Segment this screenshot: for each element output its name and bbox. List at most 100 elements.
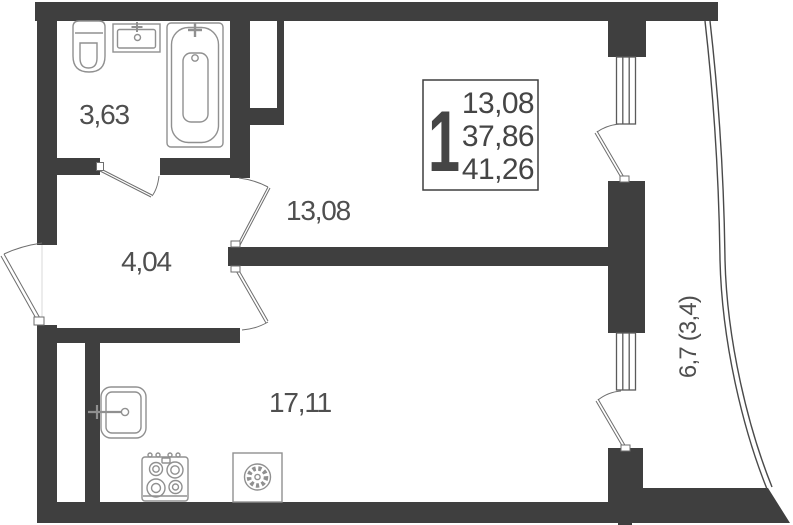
stove-knob	[147, 452, 153, 458]
washbasin-icon	[112, 22, 161, 53]
bathtub-drain	[191, 54, 199, 62]
door-leaf	[236, 266, 269, 322]
doors	[0, 123, 631, 452]
door-leaf	[597, 398, 627, 448]
bathtub-icon	[166, 22, 224, 148]
window-frame	[615, 56, 637, 125]
door-hinge	[619, 175, 630, 183]
door-leaf	[234, 268, 267, 324]
wall-bottom	[37, 488, 790, 523]
stove-burner	[150, 482, 162, 494]
door-leaf	[238, 187, 271, 248]
wall-bottom-stub	[618, 520, 632, 525]
door-leaf	[236, 186, 269, 247]
living-room-area-label: 13,08	[286, 195, 351, 226]
stove-burner	[148, 461, 164, 477]
door-hinge	[230, 265, 241, 273]
washbasin-inner	[116, 28, 157, 49]
info-living-area: 13,08	[462, 87, 534, 120]
balcony-area-label: 6,7 (3,4)	[675, 296, 702, 378]
stove-body	[141, 456, 189, 502]
wall-duct-outer	[37, 343, 55, 505]
window-kitchen	[615, 332, 637, 391]
stove-knob	[155, 452, 161, 458]
vent-fan-box	[232, 452, 283, 503]
door-swing-arc	[596, 123, 621, 133]
info-box: 1 13,08 37,86 41,26	[422, 79, 539, 191]
kitchen-sink-drain	[120, 407, 130, 417]
door-balcony-upper	[594, 123, 630, 183]
stove-knob	[175, 452, 181, 458]
vent-fan-hub	[254, 473, 261, 481]
wall-bathroom-right	[230, 21, 250, 178]
wall-right-pier-top	[608, 21, 646, 57]
door-leaf	[595, 400, 625, 450]
door-leaf	[0, 255, 39, 323]
wall-room-kitchen-divider	[228, 247, 608, 266]
door-swing-arc	[151, 175, 160, 197]
kitchen-sink-icon	[88, 386, 147, 439]
door-swing-arc	[238, 177, 269, 188]
vent-fan-ring	[243, 463, 272, 491]
balcony-outer-line	[704, 20, 768, 490]
info-box-frame	[422, 79, 539, 191]
door-hinge	[620, 444, 631, 452]
fixtures	[72, 20, 283, 503]
kitchen-area-label: 17,11	[269, 387, 332, 418]
wall-niche-bottom	[230, 108, 284, 125]
door-leaf	[3, 253, 42, 321]
bathroom-area-label: 3,63	[79, 99, 129, 130]
stove-burner	[170, 465, 180, 475]
toilet-icon	[72, 20, 106, 73]
window-frame	[615, 332, 637, 391]
door-swing-arc	[597, 390, 622, 401]
vent-fan-blades	[246, 466, 269, 488]
door-leaf	[594, 132, 624, 182]
stove-knob	[167, 452, 173, 458]
stove-panel	[161, 457, 171, 464]
hallway-area-label: 4,04	[121, 246, 171, 277]
door-leaf	[99, 170, 152, 198]
wall-kitchen-top	[37, 328, 240, 343]
door-leaf	[596, 130, 626, 180]
window-living-room	[615, 56, 637, 125]
door-hinge	[33, 316, 45, 326]
room-labels: 3,63 4,04 13,08 17,11 6,7 (3,4)	[79, 99, 702, 418]
stove-burner	[152, 465, 160, 473]
door-balcony-lower	[595, 390, 631, 452]
door-hinge	[230, 240, 241, 248]
wall-bathroom-bottom-left	[37, 158, 100, 175]
wall-top	[35, 2, 718, 21]
balcony-boundary	[704, 20, 773, 490]
wall-niche-right	[277, 21, 284, 125]
wall-duct-inner	[85, 343, 100, 505]
info-total-area: 41,26	[462, 153, 534, 186]
info-rooms-count: 1	[428, 94, 460, 190]
stove-burner	[146, 478, 166, 498]
door-hinge	[96, 162, 104, 171]
wall-right-lower	[608, 448, 643, 505]
door-leaf	[100, 168, 153, 196]
stove-icon	[141, 452, 189, 502]
door-living-room	[230, 177, 271, 248]
vent-fan-icon	[232, 452, 283, 503]
stove-burner	[171, 483, 180, 491]
toilet-bowl	[79, 42, 98, 69]
washbasin-drain	[133, 33, 142, 42]
bathtub-inner	[170, 26, 220, 144]
walls	[35, 2, 790, 525]
windows	[615, 56, 637, 391]
stove-burner	[166, 461, 184, 479]
info-apartment-area: 37,86	[462, 120, 534, 153]
stove-burner	[168, 479, 183, 495]
bathtub-outline	[166, 22, 224, 148]
bathtub-floor	[182, 52, 209, 123]
toilet-outline	[72, 20, 106, 73]
door-swing-arc	[241, 321, 269, 331]
door-kitchen	[230, 265, 269, 331]
wall-left-upper	[37, 2, 57, 245]
door-bathroom	[96, 162, 160, 198]
wall-bathroom-bottom-right	[160, 158, 250, 175]
